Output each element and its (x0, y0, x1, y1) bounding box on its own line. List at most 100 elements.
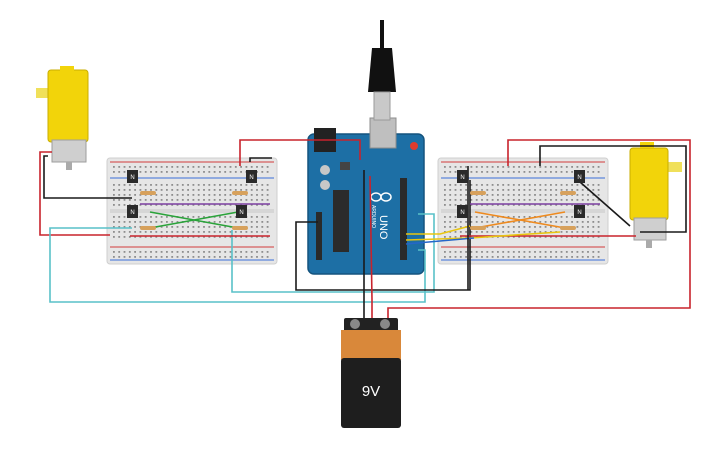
breadboard-hole (470, 171, 473, 173)
breadboard-hole (444, 166, 446, 168)
motor-right[interactable] (629, 142, 682, 248)
reset-button-icon[interactable] (410, 142, 418, 150)
breadboard-hole (150, 251, 152, 253)
breadboard-hole (544, 216, 547, 218)
breadboard-hole (213, 199, 216, 201)
breadboard-hole (528, 226, 531, 228)
breadboard-hole (229, 171, 232, 173)
breadboard-hole (192, 256, 195, 258)
npn-transistor-icon[interactable]: N (127, 205, 138, 218)
resistor-icon[interactable] (232, 226, 248, 230)
breadboard-hole (491, 189, 494, 191)
resistor-icon[interactable] (470, 226, 486, 230)
breadboard-hole (597, 236, 600, 238)
breadboard-hole (528, 256, 531, 258)
breadboard-left[interactable] (106, 157, 278, 265)
breadboard-hole (581, 194, 584, 196)
breadboard-hole (197, 199, 200, 201)
breadboard-hole (160, 189, 163, 191)
breadboard-hole (512, 251, 515, 253)
npn-transistor-icon[interactable]: N (574, 170, 585, 183)
battery-9v[interactable]: 9V (341, 318, 401, 428)
breadboard-hole (475, 231, 478, 233)
breadboard-hole (150, 199, 152, 201)
breadboard-hole (261, 221, 264, 223)
breadboard-hole (234, 189, 237, 191)
breadboard-hole (592, 184, 595, 186)
breadboard-hole (512, 189, 515, 191)
breadboard-hole (171, 226, 174, 228)
breadboard-hole (134, 166, 136, 168)
breadboard-hole (539, 236, 542, 238)
breadboard-hole (587, 166, 589, 168)
npn-transistor-icon[interactable]: N (457, 205, 468, 218)
breadboard-hole (234, 221, 237, 223)
breadboard-hole (571, 199, 573, 201)
breadboard-hole (486, 221, 489, 223)
npn-transistor-icon[interactable]: N (236, 205, 247, 218)
breadboard-hole (128, 231, 131, 233)
breadboard-hole (155, 189, 158, 191)
resistor-icon[interactable] (140, 226, 156, 230)
wire-blue-1 (405, 237, 475, 245)
breadboard-hole (192, 221, 195, 223)
breadboard-hole (213, 251, 216, 253)
resistor-icon[interactable] (560, 191, 576, 195)
breadboard-hole (523, 194, 526, 196)
wires[interactable] (39, 139, 691, 318)
breadboard-hole (171, 216, 174, 218)
discrete-parts[interactable]: N N N N N N N N (127, 170, 585, 230)
npn-transistor-icon[interactable]: N (574, 205, 585, 218)
breadboard-hole (491, 226, 494, 228)
breadboard-hole (555, 256, 558, 258)
breadboard-hole (565, 216, 568, 218)
battery-voltage-label: 9V (362, 383, 380, 400)
resistor-icon[interactable] (470, 191, 486, 195)
breadboard-hole (491, 204, 494, 206)
breadboard-hole (497, 226, 499, 228)
breadboard-hole (565, 236, 568, 238)
breadboard-hole (587, 171, 589, 173)
resistor-icon[interactable] (232, 191, 248, 195)
breadboard-hole (518, 231, 520, 233)
breadboard-hole (256, 189, 258, 191)
breadboard-hole (465, 199, 467, 201)
breadboard-hole (587, 251, 589, 253)
breadboard-hole (449, 251, 452, 253)
breadboard-hole (256, 194, 258, 196)
resistor-icon[interactable] (140, 191, 156, 195)
breadboard-hole (512, 256, 515, 258)
usb-cable[interactable] (368, 20, 396, 121)
breadboard-hole (208, 194, 211, 196)
breadboard-hole (229, 194, 232, 196)
npn-transistor-icon[interactable]: N (246, 170, 257, 183)
breadboard-hole (234, 231, 237, 233)
arduino-uno-board[interactable]: UNO ARDUINO (307, 117, 425, 275)
breadboard-hole (597, 204, 600, 206)
resistor-icon[interactable] (560, 226, 576, 230)
breadboard-hole (534, 199, 536, 201)
breadboard-hole (528, 171, 531, 173)
motor-left[interactable] (36, 66, 89, 170)
breadboard-hole (518, 221, 520, 223)
breadboard-hole (134, 194, 136, 196)
breadboard-hole (256, 236, 258, 238)
breadboard-hole (139, 171, 142, 173)
breadboard-hole (171, 194, 174, 196)
breadboard-hole (187, 236, 189, 238)
breadboard-hole (539, 226, 542, 228)
breadboard-hole (113, 231, 115, 233)
breadboard-hole (245, 199, 248, 201)
npn-transistor-icon[interactable]: N (127, 170, 138, 183)
npn-transistor-icon[interactable]: N (457, 170, 468, 183)
breadboard-hole (502, 171, 505, 173)
breadboard-hole (118, 204, 121, 206)
breadboard-hole (523, 189, 526, 191)
breadboard-hole (518, 166, 520, 168)
breadboard-hole (213, 256, 216, 258)
breadboard-hole (160, 171, 163, 173)
breadboard-hole (203, 256, 205, 258)
breadboard-hole (118, 226, 121, 228)
